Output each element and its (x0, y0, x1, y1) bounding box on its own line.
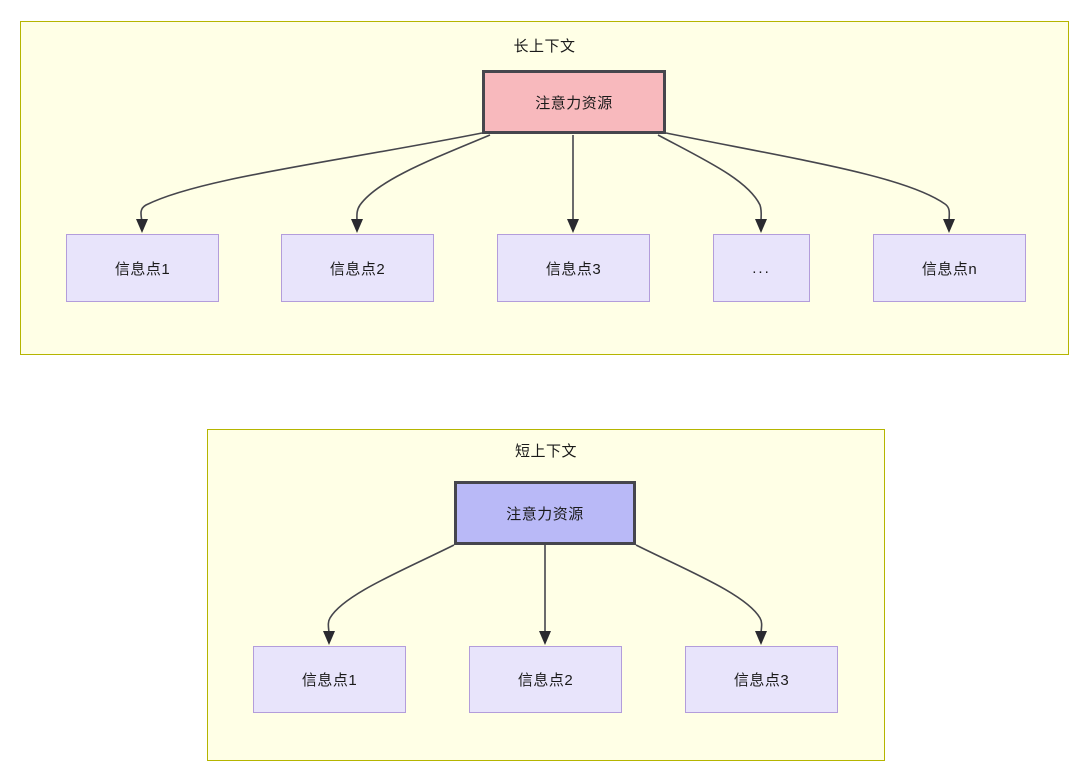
section-title-short-context: 短上下文 (514, 443, 577, 460)
section-title-long-context: 长上下文 (513, 38, 576, 55)
node-attention-resource-long[interactable]: 注意力资源 (482, 70, 666, 134)
node-info-point-2-long[interactable]: 信息点2 (281, 234, 434, 302)
node-attention-resource-short[interactable]: 注意力资源 (454, 481, 636, 545)
node-label: 信息点2 (517, 672, 574, 689)
node-info-point-1-long[interactable]: 信息点1 (66, 234, 219, 302)
node-info-point-n-long[interactable]: 信息点n (873, 234, 1026, 302)
node-label: 信息点1 (301, 672, 358, 689)
node-label: 信息点2 (329, 260, 386, 278)
node-info-point-3-short[interactable]: 信息点3 (685, 646, 838, 713)
node-label: 信息点3 (733, 672, 790, 689)
node-label: 信息点3 (545, 260, 602, 278)
node-info-point-1-short[interactable]: 信息点1 (253, 646, 406, 713)
node-label: 信息点n (921, 260, 978, 278)
node-label: ... (752, 259, 771, 277)
node-label: 注意力资源 (535, 94, 613, 112)
node-info-point-ellipsis-long[interactable]: ... (713, 234, 810, 302)
node-info-point-3-long[interactable]: 信息点3 (497, 234, 650, 302)
node-info-point-2-short[interactable]: 信息点2 (469, 646, 622, 713)
node-label: 信息点1 (114, 260, 171, 278)
node-label: 注意力资源 (506, 505, 584, 523)
